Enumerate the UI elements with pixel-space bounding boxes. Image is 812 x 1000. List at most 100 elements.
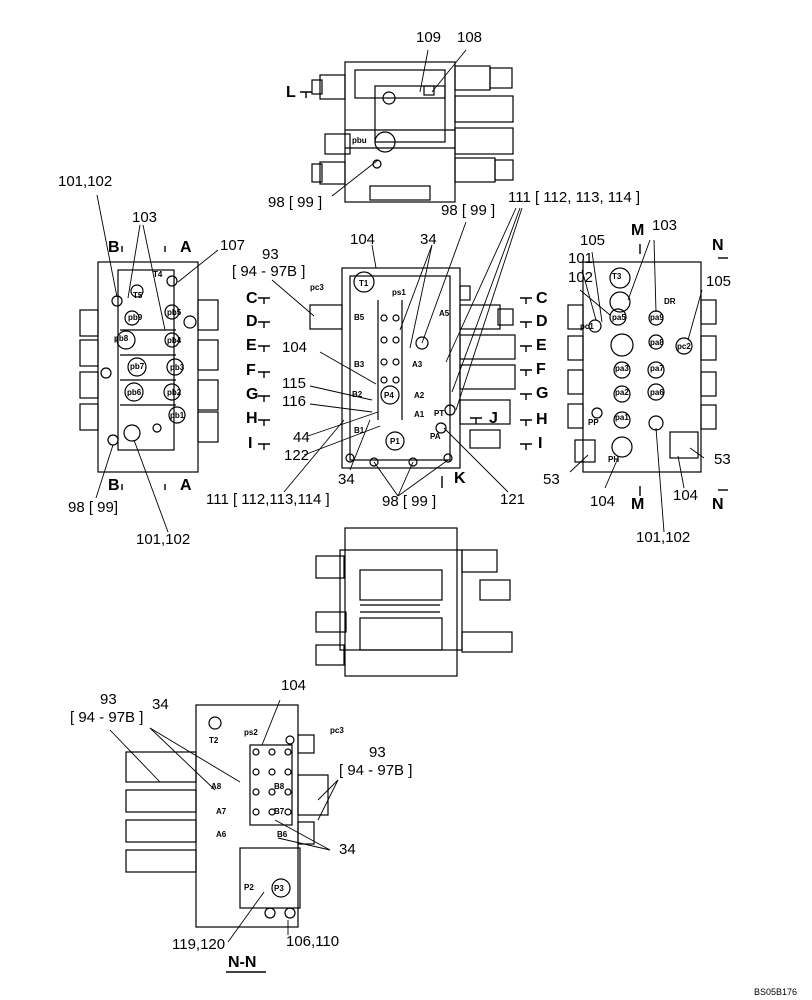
port-pc2: pc2	[677, 342, 691, 351]
callout-116: 116	[282, 393, 306, 410]
port-B2: B2	[352, 390, 363, 399]
port-B8: B8	[274, 782, 285, 791]
section-G-right: G	[536, 385, 549, 402]
callout-98-top: 98 [ 99 ]	[268, 194, 323, 211]
port-pb7: pb7	[130, 362, 145, 371]
port-PA: PA	[430, 432, 441, 441]
section-J: J	[489, 410, 498, 427]
port-pc3-bottom: pc3	[330, 726, 344, 735]
section-D-left: D	[246, 313, 258, 330]
callout-105-a: 105	[580, 232, 606, 249]
port-DR: DR	[664, 297, 676, 306]
port-PP: PP	[588, 418, 599, 427]
callout-34-top: 34	[420, 231, 437, 248]
port-A7: A7	[216, 807, 227, 816]
right-view	[567, 261, 717, 473]
callout-109: 109	[416, 29, 442, 46]
section-D-right: D	[536, 313, 548, 330]
port-pb6: pb6	[127, 388, 142, 397]
callout-104-mid: 104	[282, 339, 308, 356]
section-H-left: H	[246, 410, 258, 427]
port-ps1: ps1	[392, 288, 406, 297]
section-F-left: F	[246, 362, 256, 379]
section-F-right: F	[536, 361, 546, 378]
port-P1: P1	[390, 437, 400, 446]
port-pa1: pa1	[615, 413, 629, 422]
callout-103-right: 103	[652, 217, 678, 234]
port-A3: A3	[412, 360, 423, 369]
callout-101-102-tl: 101,102	[58, 173, 113, 190]
port-T5: T5	[133, 291, 143, 300]
callout-121: 121	[500, 491, 526, 508]
section-N-N-title: N-N	[228, 954, 257, 971]
callout-103-left: 103	[132, 209, 158, 226]
port-B3: B3	[354, 360, 365, 369]
callout-119-120: 119,120	[172, 936, 226, 953]
left-view	[79, 261, 219, 473]
section-A-bottom: A	[180, 477, 192, 494]
section-B-bottom: B	[108, 477, 120, 494]
top-view	[311, 61, 514, 203]
port-PH: PH	[608, 455, 620, 464]
callout-93-bottom-right: 93	[369, 744, 386, 761]
port-pb2: pb2	[167, 388, 182, 397]
callout-98-left: 98 [ 99]	[68, 499, 119, 516]
callout-122: 122	[284, 447, 310, 464]
port-pb3: pb3	[170, 363, 185, 372]
section-L: L	[286, 84, 296, 101]
callout-104-bottom: 104	[281, 677, 307, 694]
port-pa3: pa3	[615, 364, 629, 373]
callout-93-bottom: 93	[100, 691, 117, 708]
section-C-right: C	[536, 290, 548, 307]
port-pa2: pa2	[615, 388, 629, 397]
nn-view	[125, 704, 329, 928]
section-I-right: I	[538, 435, 543, 452]
callout-98-mid: 98 [ 99 ]	[441, 202, 496, 219]
port-pbu: pbu	[352, 136, 367, 145]
port-A8: A8	[211, 782, 222, 791]
section-E-left: E	[246, 337, 257, 354]
port-A5: A5	[439, 309, 450, 318]
port-pb9: pb9	[128, 313, 143, 322]
callout-104-top: 104	[350, 231, 376, 248]
port-pa6: pa6	[650, 388, 664, 397]
callout-101-102-bl: 101,102	[136, 531, 191, 548]
callout-53-right: 53	[714, 451, 731, 468]
port-P3: P3	[274, 884, 284, 893]
drawing-code: BS05B176	[754, 987, 798, 997]
port-T1: T1	[359, 279, 369, 288]
port-B7: B7	[274, 807, 285, 816]
port-T4: T4	[153, 270, 163, 279]
callout-101-102-br: 101,102	[636, 529, 691, 546]
port-T3: T3	[612, 272, 622, 281]
port-pc1: pc1	[580, 322, 594, 331]
callout-104-right-2: 104	[673, 487, 699, 504]
section-H-right: H	[536, 411, 548, 428]
callout-107: 107	[220, 237, 246, 254]
section-E-right: E	[536, 337, 547, 354]
callout-94-97b-left: [ 94 - 97B ]	[232, 263, 306, 280]
port-B6: B6	[277, 830, 288, 839]
section-N-top: N	[712, 237, 724, 254]
section-G-left: G	[246, 386, 259, 403]
port-T2: T2	[209, 736, 219, 745]
section-M-top: M	[631, 222, 645, 239]
port-pa7: pa7	[650, 364, 664, 373]
port-pa5: pa5	[612, 313, 626, 322]
callout-106-110: 106,110	[286, 933, 340, 950]
port-pb4: pb4	[167, 336, 182, 345]
bottom-centre-view	[315, 527, 513, 677]
callout-101-right: 101	[568, 250, 594, 267]
section-M-bottom: M	[631, 496, 645, 513]
callout-108: 108	[457, 29, 483, 46]
port-ps2: ps2	[244, 728, 258, 737]
port-A1: A1	[414, 410, 425, 419]
port-B5: B5	[354, 313, 365, 322]
port-B1: B1	[354, 426, 365, 435]
port-pa8: pa8	[650, 338, 664, 347]
section-A-top: A	[180, 239, 192, 256]
callout-94-97b-bottom-right: [ 94 - 97B ]	[339, 762, 413, 779]
callout-34-bottom: 34	[152, 696, 169, 713]
section-B-top: B	[108, 239, 120, 256]
